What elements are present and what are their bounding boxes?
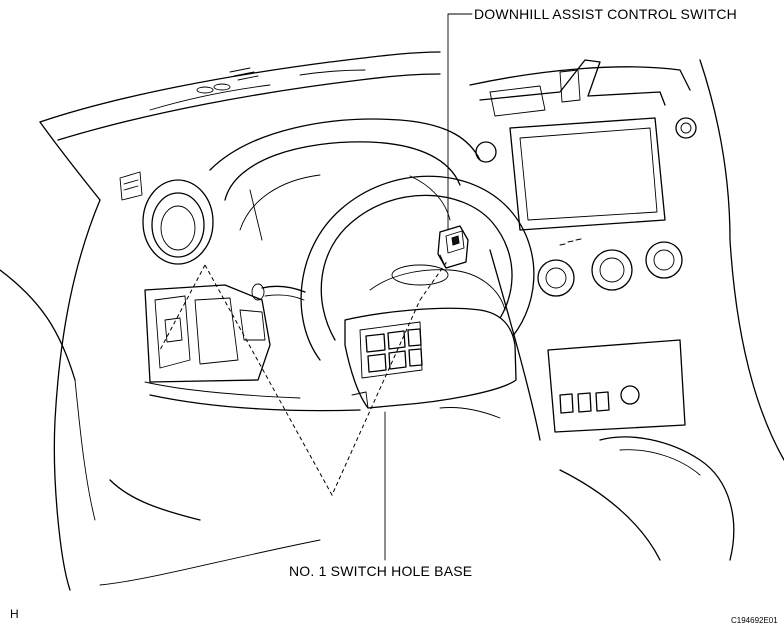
corner-mark-h: H xyxy=(10,607,19,621)
callout-leaders xyxy=(384,13,473,561)
steering-wheel xyxy=(251,175,535,361)
switch-hole-base-label: NO. 1 SWITCH HOLE BASE xyxy=(289,563,473,579)
instrument-cluster xyxy=(209,118,481,241)
left-door-panel xyxy=(0,199,321,591)
center-console xyxy=(469,59,784,561)
downhill-assist-switch-part xyxy=(437,225,469,269)
lower-left-opening xyxy=(144,284,361,412)
dashed-guide-lines xyxy=(159,259,449,497)
left-air-vent xyxy=(119,171,214,265)
downhill-assist-control-switch-label: DOWNHILL ASSIST CONTROL SWITCH xyxy=(474,6,737,22)
upper-dashboard xyxy=(39,51,441,201)
switch-hole-base-part xyxy=(344,307,517,419)
figure-code: C194692E01 xyxy=(731,616,778,625)
